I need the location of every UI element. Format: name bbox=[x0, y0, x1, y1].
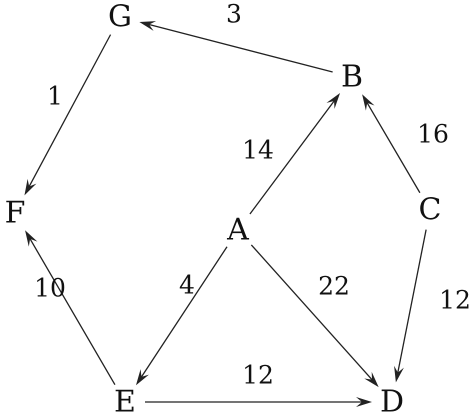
edge-line bbox=[26, 34, 112, 191]
edge-weight-a-b: 14 bbox=[242, 136, 274, 165]
edge-line bbox=[27, 235, 116, 386]
arrowhead bbox=[394, 365, 404, 383]
edge-a-d: 22 bbox=[250, 244, 379, 388]
arrowhead bbox=[356, 397, 372, 407]
edge-weight-c-d: 12 bbox=[439, 286, 471, 315]
edge-c-b: 16 bbox=[362, 94, 449, 194]
edge-c-d: 12 bbox=[394, 229, 471, 383]
edge-e-f: 10 bbox=[25, 230, 116, 386]
edge-a-e: 4 bbox=[135, 246, 228, 386]
edge-weight-a-d: 22 bbox=[318, 272, 350, 301]
edges-layer: 3 1 14 16 4 22 12 10 12 bbox=[24, 0, 471, 407]
node-f: F bbox=[5, 196, 26, 231]
edge-g-f: 1 bbox=[24, 34, 112, 196]
edge-line bbox=[145, 22, 333, 73]
arrowhead bbox=[362, 94, 375, 111]
edge-line bbox=[396, 229, 427, 377]
node-d: D bbox=[380, 385, 404, 417]
edge-line bbox=[364, 99, 421, 194]
edge-weight-b-g: 3 bbox=[226, 0, 242, 29]
edge-e-d: 12 bbox=[145, 361, 372, 407]
arrowhead bbox=[25, 230, 38, 247]
arrowhead bbox=[326, 93, 341, 109]
edge-a-b: 14 bbox=[242, 93, 341, 215]
node-e: E bbox=[114, 385, 136, 417]
edge-weight-c-b: 16 bbox=[417, 120, 449, 149]
edge-weight-a-e: 4 bbox=[179, 271, 195, 300]
edge-weight-e-f: 10 bbox=[34, 274, 66, 303]
edge-weight-e-d: 12 bbox=[242, 361, 274, 390]
nodes-layer: G B F A C E D bbox=[5, 0, 442, 417]
arrowhead bbox=[364, 371, 379, 388]
node-c: C bbox=[419, 193, 442, 228]
node-b: B bbox=[341, 60, 363, 95]
edge-line bbox=[138, 246, 228, 381]
node-a: A bbox=[226, 213, 249, 248]
arrowhead bbox=[139, 21, 157, 31]
edge-b-g: 3 bbox=[139, 0, 333, 73]
edge-line bbox=[249, 97, 337, 215]
edge-weight-g-f: 1 bbox=[47, 82, 63, 111]
node-g: G bbox=[108, 0, 132, 35]
arrowhead bbox=[135, 369, 149, 386]
arrowhead bbox=[24, 178, 37, 196]
edge-line bbox=[250, 244, 376, 384]
